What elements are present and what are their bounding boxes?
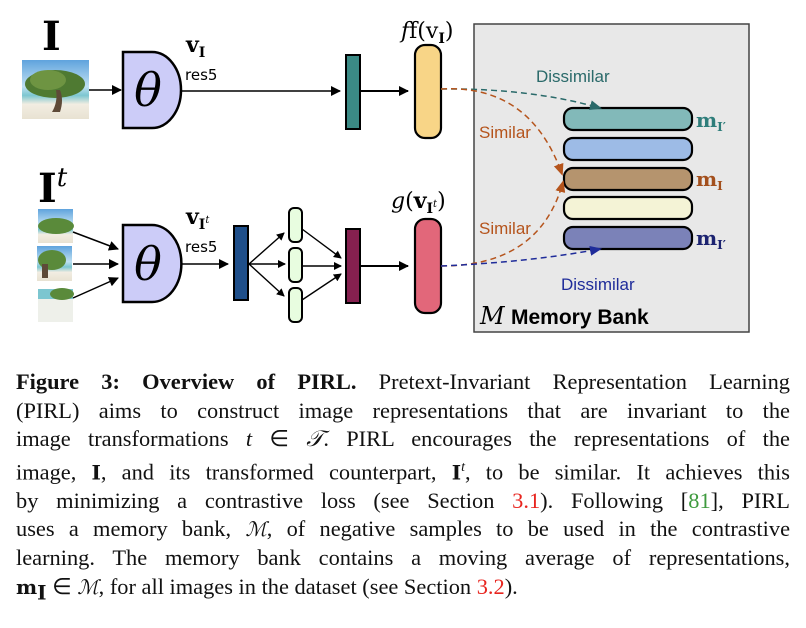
caption-text: , for all images in the dataset (see Sec… xyxy=(98,573,472,599)
memory-entry-1-label: mI′ xyxy=(696,108,726,134)
memory-entry-1 xyxy=(562,106,694,132)
feature-label-top: vI xyxy=(185,32,205,61)
transformed-image-2 xyxy=(37,246,72,281)
caption-text: learning. The memory bank contains a mov… xyxy=(16,545,790,571)
caption-text: image transformations xyxy=(16,426,229,452)
input-image-label: I xyxy=(42,13,61,60)
caption-text: by minimizing a contrastive loss (see Se… xyxy=(16,487,495,513)
input-image xyxy=(22,60,89,119)
caption-text: ). xyxy=(504,573,518,599)
math-It: I xyxy=(451,460,462,485)
f-head-label: ff(vI) xyxy=(399,19,453,47)
caption-text: image, xyxy=(16,459,77,485)
encoder-bottom: θ xyxy=(121,223,183,304)
figure-title: Overview of PIRL. xyxy=(142,369,357,394)
memory-entry-5-label: mI′ xyxy=(696,226,726,252)
caption-text: , and its transformed counterpart, xyxy=(100,459,437,485)
memory-bank-symbol: M xyxy=(479,302,506,330)
memory-entry-2 xyxy=(562,136,694,162)
caption-line: (PIRL) aims to construct image represent… xyxy=(16,397,790,426)
caption-line: uses a memory bank, ℳ, of negative sampl… xyxy=(16,515,790,544)
similar-label-top: Similar xyxy=(479,123,531,142)
caption-text: , of negative samples to be used in the … xyxy=(266,516,791,542)
similar-label-bottom: Similar xyxy=(479,219,531,238)
caption-text: . PIRL encourages the representations of… xyxy=(323,426,790,452)
encoder-top: θ xyxy=(121,50,183,130)
math-sup-t: t xyxy=(461,459,465,475)
section-link-3-2[interactable]: 3.2 xyxy=(476,573,505,599)
svg-text:θ: θ xyxy=(134,237,162,291)
caption-line: learning. The memory bank contains a mov… xyxy=(16,544,790,573)
layer-label-top: res5 xyxy=(185,66,217,84)
caption-line: image transformations t ∈ 𝒯. PIRL encour… xyxy=(16,425,790,454)
mlp-node-1 xyxy=(288,207,303,243)
transformed-image-label: It xyxy=(38,163,68,212)
pirl-diagram: I θ vI res5 ff(vI) It θ vIt res5 xyxy=(22,13,750,333)
math-M: ℳ xyxy=(245,517,267,542)
caption-line: mI ∈ ℳ, for all images in the dataset (s… xyxy=(16,573,790,607)
projection-bar-top xyxy=(345,54,361,130)
transformed-image-3 xyxy=(38,288,74,322)
g-head-label: g(vIt) xyxy=(391,188,446,217)
projection-bar-bottom xyxy=(233,225,249,301)
feature-label-bottom: vIt xyxy=(185,204,210,233)
math-I: I xyxy=(91,460,101,485)
caption-text: uses a memory bank, xyxy=(16,516,232,542)
g-head xyxy=(413,217,443,315)
section-link-3-1[interactable]: 3.1 xyxy=(512,487,541,513)
similar-arrow-top xyxy=(440,88,564,176)
math-sub-I: I xyxy=(37,580,47,605)
svg-text:θ: θ xyxy=(134,63,162,117)
dissimilar-label-top: Dissimilar xyxy=(536,67,610,86)
memory-entry-3 xyxy=(562,166,694,192)
mlp-node-2 xyxy=(288,247,303,283)
math-in: ∈ xyxy=(52,573,72,599)
f-head xyxy=(413,43,443,140)
transformed-image-1 xyxy=(38,209,74,243)
caption-text: , to be similar. It achieves this xyxy=(464,459,790,485)
caption-text: (PIRL) aims to construct image represent… xyxy=(16,397,790,423)
mlp-output-bar xyxy=(345,228,361,304)
caption-line: image, I, and its transformed counterpar… xyxy=(16,454,790,487)
memory-entry-5 xyxy=(562,225,694,251)
caption-text: ], PIRL xyxy=(710,487,790,513)
math-T: 𝒯 xyxy=(306,426,324,452)
dissimilar-arrow-top xyxy=(440,88,602,111)
caption-line: Figure 3: Overview of PIRL. Pretext-Inva… xyxy=(16,368,790,397)
citation-link-81[interactable]: 81 xyxy=(688,487,711,513)
dissimilar-arrow-bottom xyxy=(440,245,602,267)
memory-entry-4 xyxy=(562,195,694,221)
caption-text: Pretext-Invariant Representation Learnin… xyxy=(378,369,790,394)
layer-label-bottom: res5 xyxy=(185,238,217,256)
math-m: m xyxy=(16,574,38,599)
dissimilar-label-bottom: Dissimilar xyxy=(561,275,635,294)
memory-entry-3-label: mI xyxy=(696,167,723,193)
figure-label: Figure 3: xyxy=(16,369,120,394)
memory-bank-title: Memory Bank xyxy=(511,306,649,329)
math-t: t xyxy=(245,426,253,452)
mlp-node-3 xyxy=(288,287,303,323)
math-M: ℳ xyxy=(77,574,99,599)
math-in: ∈ xyxy=(269,426,289,452)
memory-bank: mI′ mI mI′ M Memory Bank xyxy=(473,23,750,333)
figure-caption: Figure 3: Overview of PIRL. Pretext-Inva… xyxy=(16,368,790,607)
caption-line: by minimizing a contrastive loss (see Se… xyxy=(16,487,790,516)
caption-text: ). Following [ xyxy=(540,487,689,513)
